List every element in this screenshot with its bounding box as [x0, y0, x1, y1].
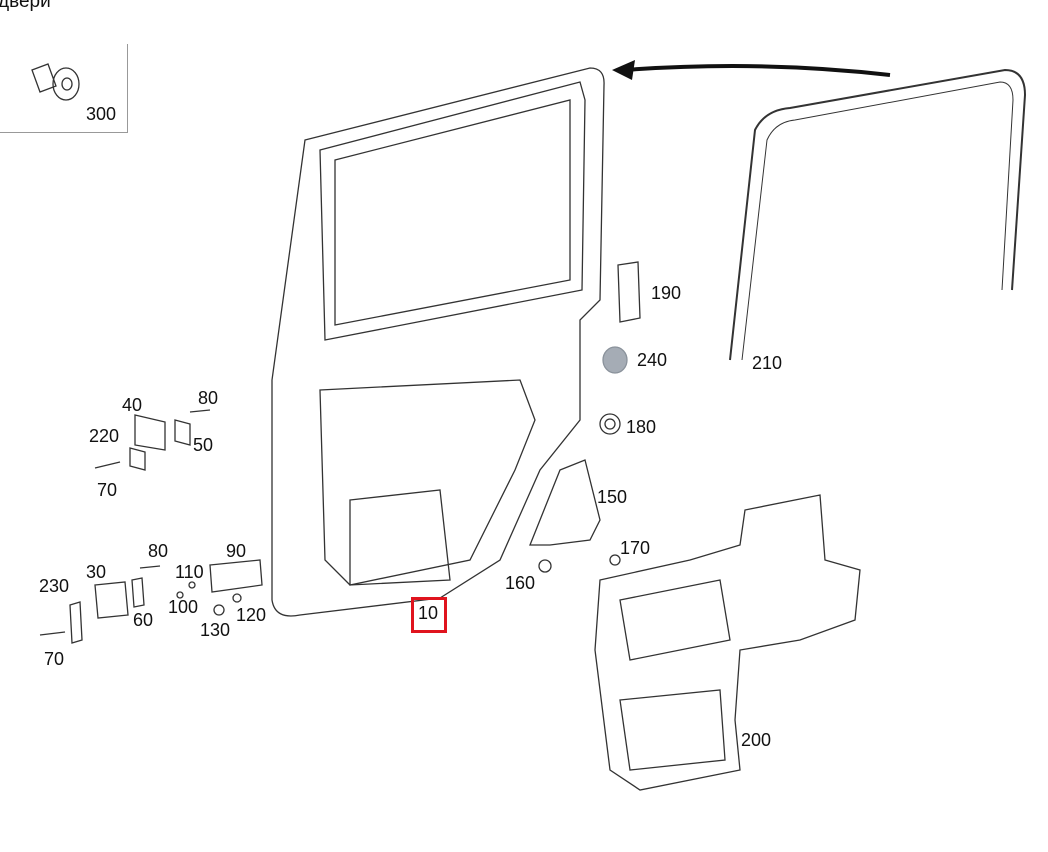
label-220[interactable]: 220 [89, 426, 120, 446]
window-seal-part-210[interactable] [729, 68, 1027, 361]
highlight-box-part-10 [411, 597, 447, 633]
label-240[interactable]: 240 [637, 350, 668, 370]
grommet-part-180[interactable] [599, 413, 621, 435]
label-40[interactable]: 40 [122, 395, 143, 415]
label-30[interactable]: 30 [86, 562, 107, 582]
arrow [612, 60, 891, 80]
label-80-upper[interactable]: 80 [198, 388, 219, 408]
inset-box-part-300 [0, 44, 128, 133]
bolt-part-170[interactable] [609, 554, 621, 566]
label-80-lower[interactable]: 80 [148, 541, 169, 561]
label-230[interactable]: 230 [39, 576, 70, 596]
hinge-lower-parts[interactable] [39, 559, 263, 644]
door-shell-part-10[interactable] [271, 67, 605, 617]
bracket-part-150[interactable] [529, 459, 601, 546]
label-180[interactable]: 180 [626, 417, 657, 437]
diagram-title: двери [0, 0, 51, 12]
label-190[interactable]: 190 [651, 283, 682, 303]
label-10[interactable]: 10 [418, 603, 439, 623]
label-170[interactable]: 170 [620, 538, 651, 558]
label-90[interactable]: 90 [226, 541, 247, 561]
label-150[interactable]: 150 [597, 487, 628, 507]
nut-part-160[interactable] [538, 559, 552, 573]
label-160[interactable]: 160 [505, 573, 536, 593]
hinge-upper-parts[interactable] [94, 409, 211, 471]
label-130[interactable]: 130 [200, 620, 231, 640]
label-300[interactable]: 300 [86, 104, 117, 124]
panel-part-200[interactable] [594, 494, 861, 791]
clip-part-300 [31, 63, 80, 101]
label-70-lower[interactable]: 70 [44, 649, 65, 669]
label-50[interactable]: 50 [193, 435, 214, 455]
label-100[interactable]: 100 [168, 597, 199, 617]
label-60[interactable]: 60 [133, 610, 154, 630]
part-190[interactable] [617, 261, 641, 323]
label-70-upper[interactable]: 70 [97, 480, 118, 500]
label-110[interactable]: 110 [175, 562, 204, 582]
plug-part-240[interactable] [602, 346, 628, 374]
label-210[interactable]: 210 [752, 353, 783, 373]
label-200[interactable]: 200 [741, 730, 772, 750]
label-120[interactable]: 120 [236, 605, 267, 625]
